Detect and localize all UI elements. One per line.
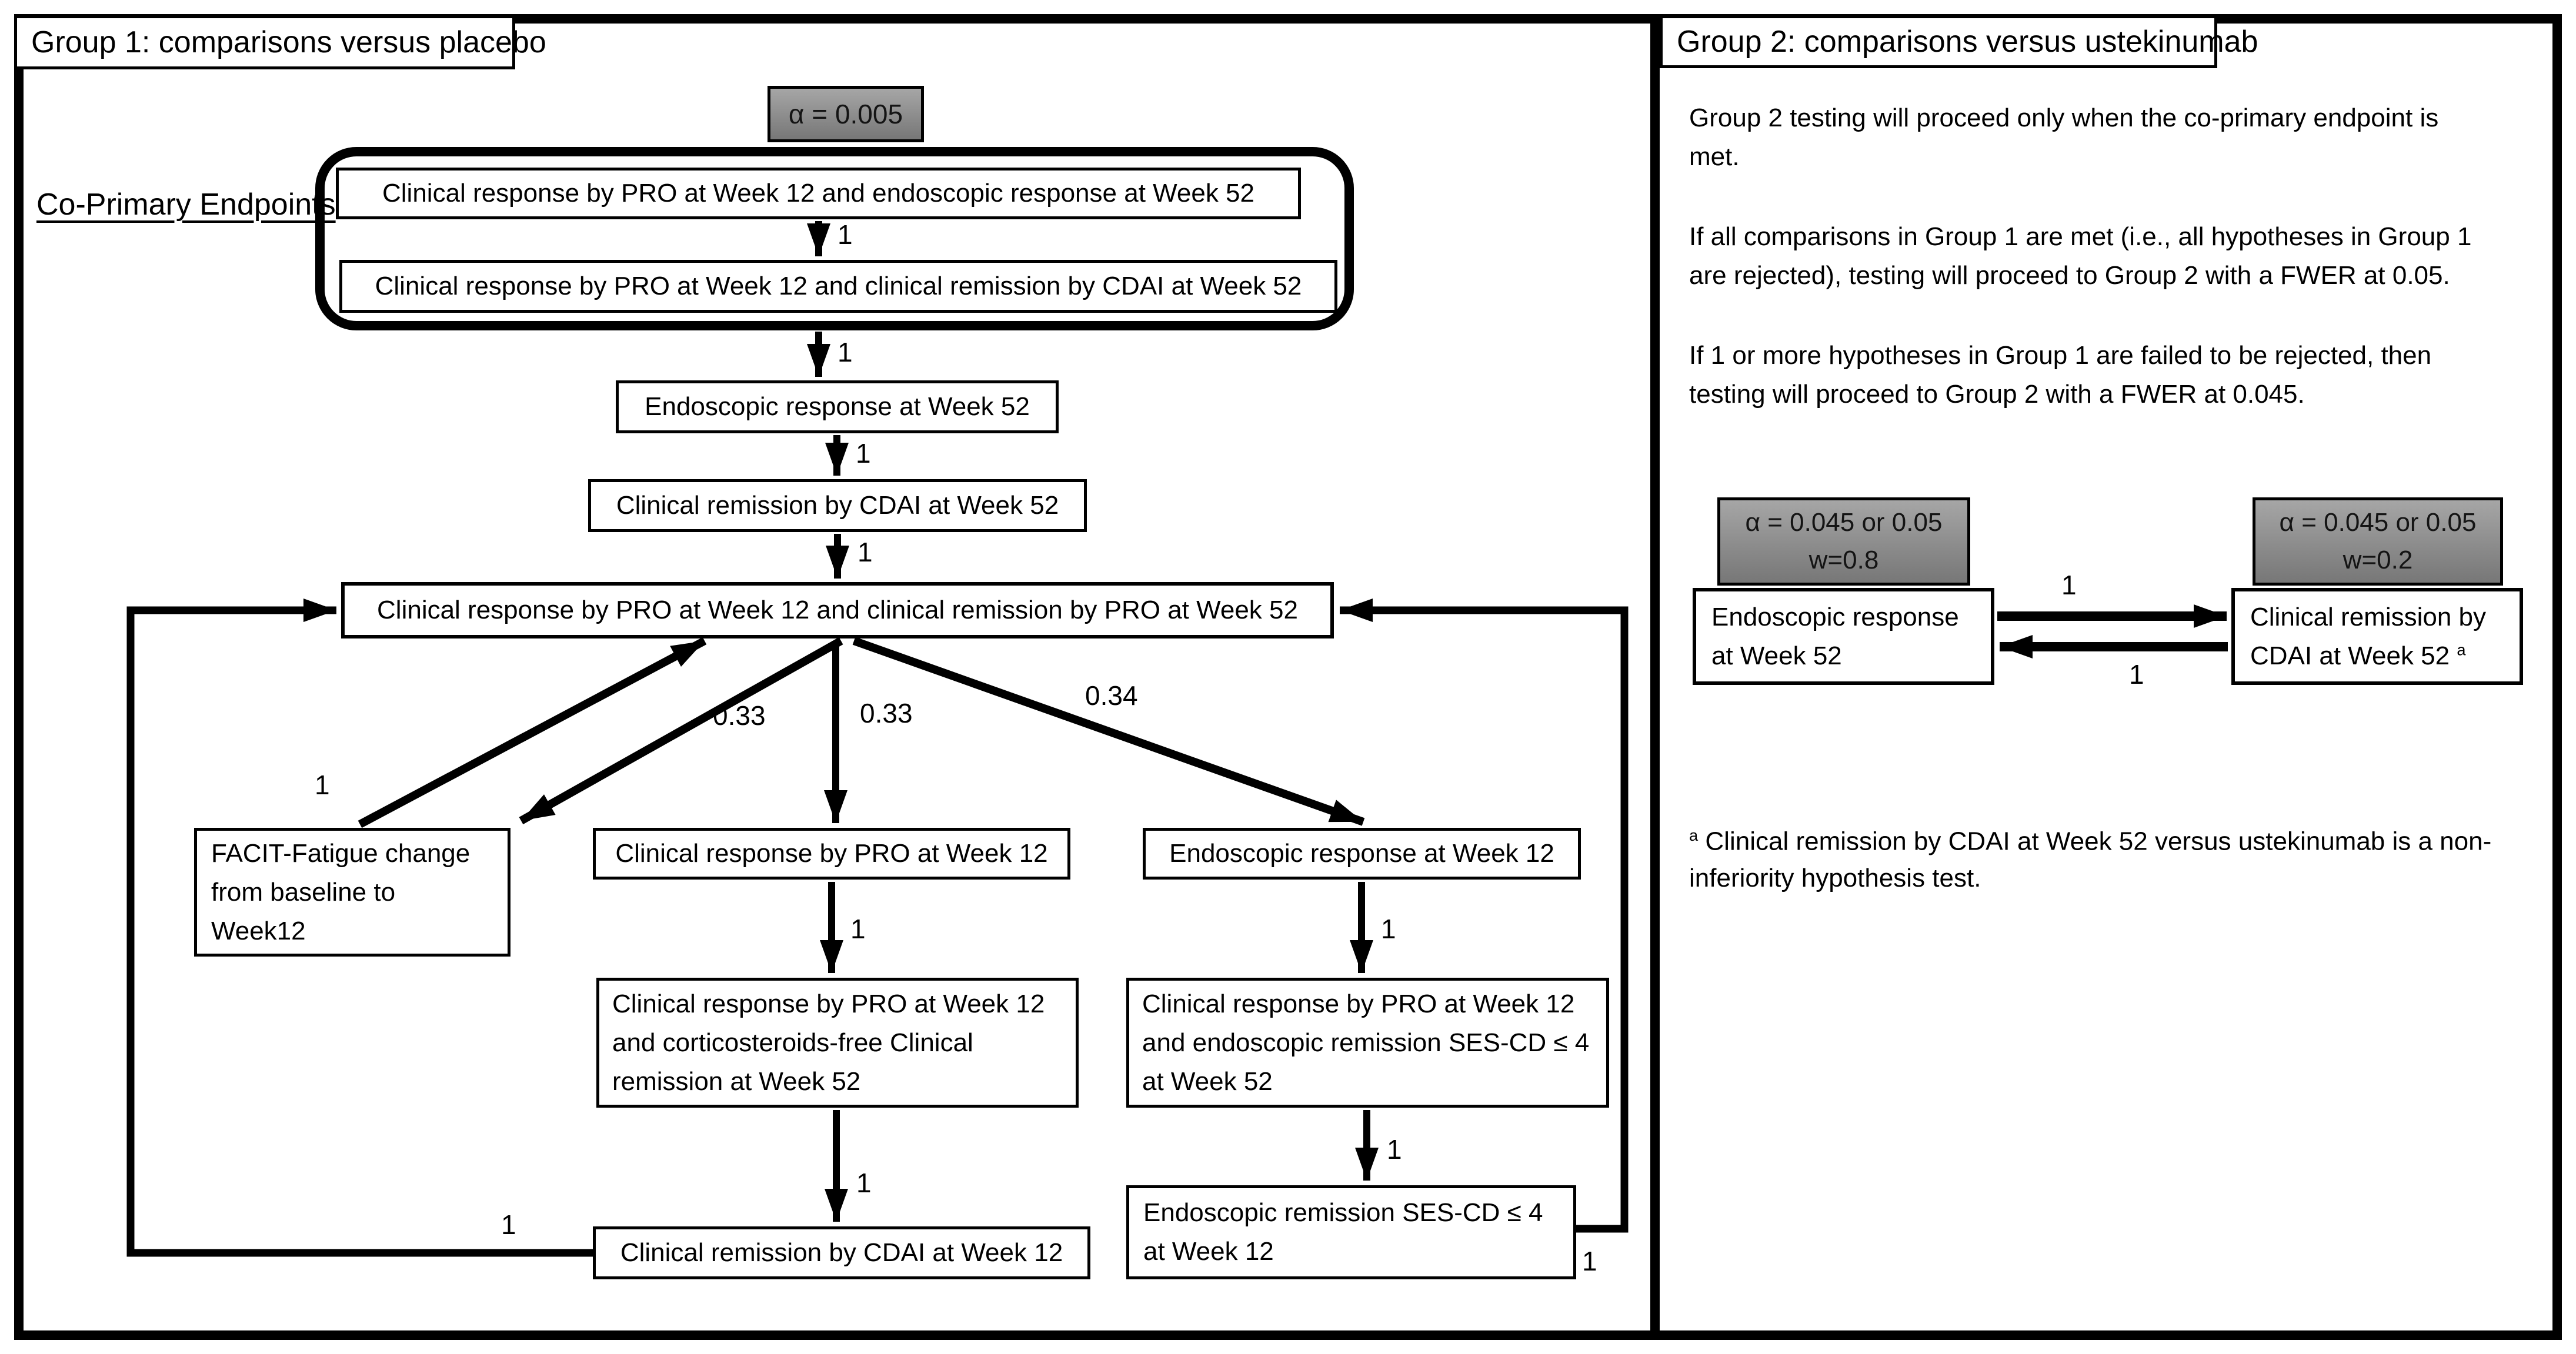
box-center-text: Clinical response by PRO at Week 12 and … [377,596,1298,625]
loop-right-to-center [1340,599,1629,1233]
box-endo-response-w12-text: Endoscopic response at Week 12 [1169,839,1554,868]
weight-to-endo-w52: 1 [837,337,853,367]
box-ses-w12-line2: at Week 12 [1143,1237,1274,1266]
arrow-center-to-endo-w12 [852,637,1365,826]
group1-alpha-box: α = 0.005 [768,86,924,142]
footnote-text-line1: Clinical remission by CDAI at Week 52 ve… [1698,827,2492,856]
coprimary-container [315,147,1354,330]
box-cdai-remission-w12-text: Clinical remission by CDAI at Week 12 [620,1238,1063,1268]
box-g2-right-line2-text: CDAI at Week 52 [2250,641,2450,670]
group2-alpha-right-line2: w=0.2 [2343,546,2413,574]
weight-to-cdai-w52: 1 [856,438,871,469]
panel-divider [1650,14,1660,1340]
coprimary-label: Co-Primary Endpoints [36,188,336,222]
box-coprimary-top: Clinical response by PRO at Week 12 and … [336,168,1301,219]
box-cdai-remission-w52: Clinical remission by CDAI at Week 52 [588,479,1087,532]
box-ses-remission-w12: Endoscopic remission SES-CD ≤ 4 at Week … [1126,1185,1576,1279]
weight-loop-right: 1 [1582,1246,1597,1276]
box-facit: FACIT-Fatigue change from baseline to We… [194,828,510,957]
box-ses-w52-line2: and endoscopic remission SES-CD ≤ 4 [1142,1028,1590,1057]
box-coprimary-bottom-text: Clinical response by PRO at Week 12 and … [375,272,1302,301]
box-steroid-free-line3: remission at Week 52 [612,1067,861,1096]
arrow-facit-to-center [358,637,707,828]
group1-alpha-label: α = 0.005 [788,98,903,129]
box-steroid-free-w52: Clinical response by PRO at Week 12 and … [596,978,1079,1108]
weight-facit-up: 1 [315,770,330,800]
arrow-center-to-facit [519,637,843,825]
weight-steroid-down: 1 [856,1168,872,1198]
box-facit-line2: from baseline to [211,877,396,907]
box-pro-response-w12: Clinical response by PRO at Week 12 [593,828,1070,880]
box-g2-right-line1: Clinical remission by [2250,602,2487,631]
group2-p3-line2: testing will proceed to Group 2 with a F… [1689,380,2305,409]
group1-title: Group 1: comparisons versus placebo [31,25,546,59]
footnote-text-line2: inferiority hypothesis test. [1689,863,1981,892]
weight-facit-down: 0.33 [713,700,766,731]
footnote-marker: a [1689,826,1699,844]
group2-title-box: Group 2: comparisons versus ustekinumab [1660,15,2258,68]
box-coprimary-top-text: Clinical response by PRO at Week 12 and … [382,179,1254,208]
group2-alpha-left-box: α = 0.045 or 0.05 w=0.8 [1717,497,1970,586]
box-g2-endo-response-w52: Endoscopic response at Week 52 [1693,588,1994,685]
group2-p2-line2: are rejected), testing will proceed to G… [1689,261,2450,290]
group2-alpha-left-line2: w=0.8 [1808,546,1879,574]
box-steroid-free-line1: Clinical response by PRO at Week 12 [612,989,1045,1018]
weight-ses-down: 1 [1387,1134,1402,1165]
weight-to-center: 1 [857,537,873,567]
group2-p1-line1: Group 2 testing will proceed only when t… [1689,103,2439,132]
weight-loop-left: 1 [501,1209,516,1240]
group2-p1-line2: met. [1689,142,1740,171]
group2-p3-line1: If 1 or more hypotheses in Group 1 are f… [1689,341,2432,370]
box-facit-line3: Week12 [211,916,306,945]
group2-paragraphs: Group 2 testing will proceed only when t… [1689,99,2471,414]
weight-pro-w12-down: 1 [850,914,866,944]
group2-alpha-right-box: α = 0.045 or 0.05 w=0.2 [2253,497,2503,586]
box-endo-response-w52-text: Endoscopic response at Week 52 [645,392,1030,422]
box-g2-right-footnote-marker: a [2457,640,2466,658]
box-ses-w52-line1: Clinical response by PRO at Week 12 [1142,989,1575,1018]
weight-g2-back: 1 [2129,659,2144,690]
group2-alpha-right-line1: α = 0.045 or 0.05 [2279,508,2477,537]
box-g2-cdai-remission-w52: Clinical remission by CDAI at Week 52 a [2231,588,2523,685]
group2-alpha-left-line1: α = 0.045 or 0.05 [1745,508,1943,537]
loop-left-to-center [126,599,593,1257]
group2-title: Group 2: comparisons versus ustekinumab [1677,25,2258,59]
box-g2-left-line2: at Week 52 [1711,641,1842,670]
box-facit-line1: FACIT-Fatigue change [211,838,471,868]
box-center: Clinical response by PRO at Week 12 and … [341,582,1334,638]
box-ses-remission-w52: Clinical response by PRO at Week 12 and … [1126,978,1609,1108]
box-cdai-remission-w12: Clinical remission by CDAI at Week 12 [593,1226,1090,1279]
box-g2-left-line1: Endoscopic response [1711,602,1959,631]
box-ses-w12-line1: Endoscopic remission SES-CD ≤ 4 [1143,1198,1543,1227]
box-endo-response-w52: Endoscopic response at Week 52 [616,380,1059,433]
group1-title-box: Group 1: comparisons versus placebo [14,15,546,69]
box-pro-response-w12-text: Clinical response by PRO at Week 12 [615,839,1048,868]
weight-endo-w12-down: 1 [1381,914,1396,944]
box-ses-w52-line3: at Week 52 [1142,1067,1273,1096]
group2-p2-line1: If all comparisons in Group 1 are met (i… [1689,222,2472,251]
box-steroid-free-line2: and corticosteroids-free Clinical [612,1028,973,1057]
box-endo-response-w12: Endoscopic response at Week 12 [1143,828,1581,880]
weight-g2-forward: 1 [2061,570,2077,600]
box-g2-right-line2: CDAI at Week 52 a [2250,637,2466,676]
box-cdai-remission-w52-text: Clinical remission by CDAI at Week 52 [616,491,1059,520]
box-coprimary-bottom: Clinical response by PRO at Week 12 and … [339,260,1337,313]
weight-center-down: 0.33 [860,698,913,728]
group2-footnote-line1: a Clinical remission by CDAI at Week 52 … [1689,817,2491,860]
weight-coprimary-internal: 1 [837,219,853,250]
group2-footnote: a Clinical remission by CDAI at Week 52 … [1689,817,2491,897]
weight-to-endo-w12: 0.34 [1085,680,1138,711]
